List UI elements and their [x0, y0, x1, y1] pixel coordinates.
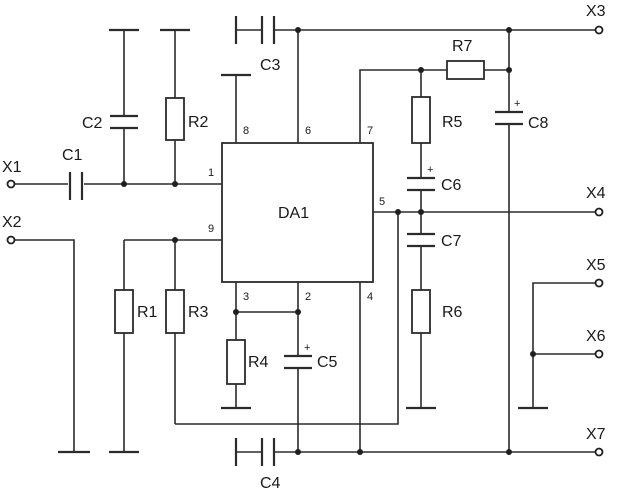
terminal-x1-label: X1 — [2, 159, 22, 176]
capacitor-c7 — [407, 232, 435, 248]
capacitor-c8 — [495, 110, 523, 126]
capacitor-c2 — [110, 114, 138, 130]
terminal-x3-label: X3 — [586, 3, 606, 20]
pin-8-label: 8 — [243, 125, 249, 137]
pin-1-label: 1 — [208, 167, 214, 179]
pin-7-label: 7 — [367, 125, 373, 137]
capacitor-c1 — [68, 172, 84, 200]
terminal-x3-circle — [594, 25, 604, 35]
pin-3-label: 3 — [243, 291, 249, 303]
capacitor-c5-label: C5 — [317, 354, 338, 371]
terminal-x4-circle — [594, 207, 604, 217]
chip-da1 — [221, 142, 374, 283]
capacitor-c7-label: C7 — [441, 233, 462, 250]
pin-9-label: 9 — [208, 223, 214, 235]
capacitor-c2-label: C2 — [82, 115, 103, 132]
resistor-r2-label: R2 — [188, 114, 209, 131]
terminal-x4-label: X4 — [586, 185, 606, 202]
c6-polarity-plus: + — [427, 164, 433, 176]
capacitor-c8-label: C8 — [528, 115, 549, 132]
resistor-r6-label: R6 — [442, 304, 463, 321]
capacitor-c3 — [260, 16, 276, 44]
resistor-r4-label: R4 — [248, 354, 269, 371]
capacitor-c1-label: C1 — [62, 147, 83, 164]
resistor-r5-label: R5 — [442, 114, 463, 131]
pin-6-label: 6 — [305, 125, 311, 137]
terminal-x2-circle — [6, 235, 16, 245]
capacitor-c4 — [260, 438, 276, 466]
capacitor-c4-label: C4 — [260, 475, 281, 492]
c5-polarity-plus: + — [304, 342, 310, 354]
resistor-r1-label: R1 — [137, 304, 158, 321]
resistor-r1 — [114, 289, 134, 334]
c8-polarity-plus: + — [514, 98, 520, 110]
pin-5-label: 5 — [379, 196, 385, 208]
capacitor-c6 — [407, 176, 435, 192]
resistor-r6 — [411, 289, 431, 334]
terminal-x7-label: X7 — [586, 426, 606, 443]
chip-label: DA1 — [278, 205, 309, 222]
terminal-x1-circle — [6, 179, 16, 189]
resistor-r3 — [165, 289, 185, 334]
terminal-x6-circle — [594, 349, 604, 359]
resistor-r4 — [226, 339, 246, 385]
junction-dots — [121, 27, 536, 455]
terminal-x6-label: X6 — [586, 328, 606, 345]
pin-4-label: 4 — [367, 291, 373, 303]
resistor-r5 — [411, 96, 431, 144]
ground-symbols — [58, 16, 548, 466]
capacitor-c6-label: C6 — [441, 177, 462, 194]
pin-2-label: 2 — [305, 291, 311, 303]
capacitor-c5 — [284, 354, 312, 370]
capacitor-c3-label: C3 — [260, 57, 281, 74]
terminal-x7-circle — [594, 447, 604, 457]
resistor-r7-label: R7 — [452, 38, 473, 55]
resistor-r7 — [446, 60, 485, 80]
terminal-x5-circle — [594, 278, 604, 288]
terminal-x5-label: X5 — [586, 257, 606, 274]
terminal-x2-label: X2 — [2, 214, 22, 231]
resistor-r2 — [165, 97, 185, 141]
resistor-r3-label: R3 — [188, 304, 209, 321]
